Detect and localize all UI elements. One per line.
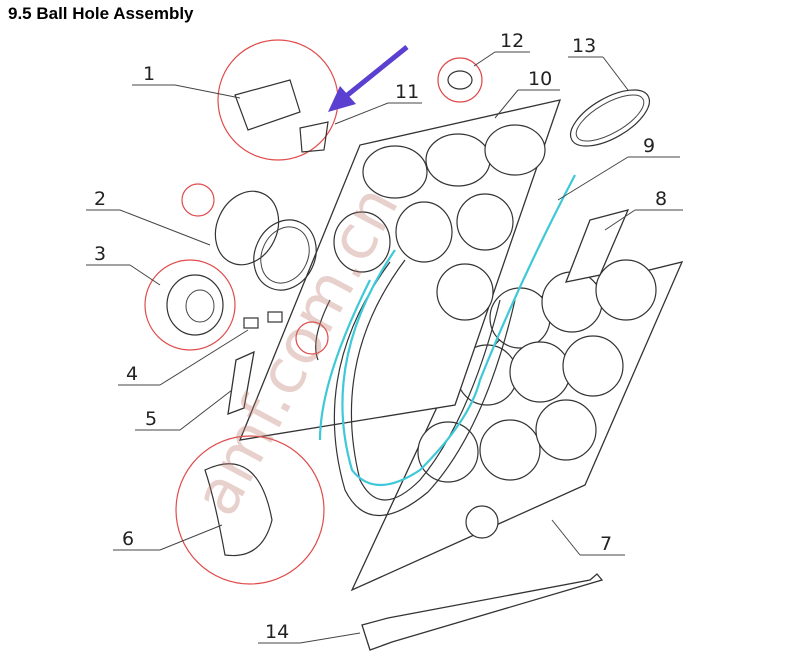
callout-2: 2 — [94, 188, 106, 210]
callout-6: 6 — [122, 528, 134, 550]
part-13-gasket — [570, 89, 650, 147]
callout-10: 10 — [528, 68, 552, 90]
part-12-cup-detail — [437, 57, 483, 103]
left-components — [144, 190, 317, 415]
callout-1: 1 — [143, 63, 155, 85]
leader-lines — [86, 51, 683, 644]
callout-labels: 1 2 3 4 5 6 7 8 9 10 11 12 13 14 — [94, 30, 667, 643]
callout-14: 14 — [265, 621, 289, 643]
callout-7: 7 — [600, 533, 612, 555]
part-10-front-plate — [238, 99, 561, 441]
page-title: 9.5 Ball Hole Assembly — [8, 4, 194, 23]
callout-4: 4 — [126, 363, 138, 385]
callout-9: 9 — [643, 135, 655, 157]
ball-return-track — [318, 174, 576, 516]
part-14-bottom-rail — [361, 573, 604, 651]
callout-11: 11 — [395, 81, 419, 103]
pointer-arrow — [328, 45, 409, 112]
callout-13: 13 — [572, 35, 596, 57]
callout-8: 8 — [655, 188, 667, 210]
part-8-bracket — [564, 209, 630, 283]
callout-12: 12 — [500, 30, 524, 52]
callout-3: 3 — [94, 243, 106, 265]
callout-5: 5 — [145, 408, 157, 430]
part-6-detail — [175, 435, 325, 585]
